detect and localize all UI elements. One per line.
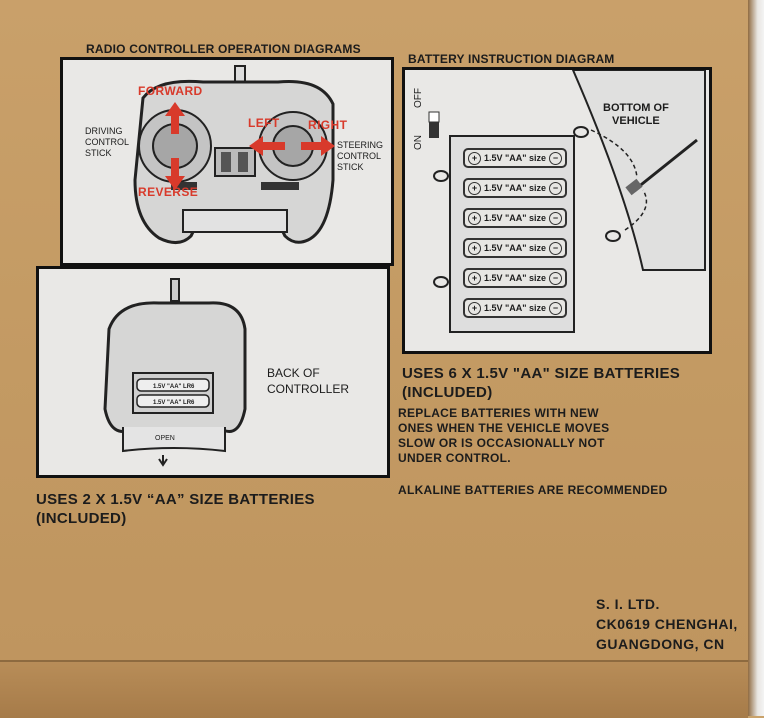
small-battery-2: 1.5V "AA" LR6	[153, 400, 195, 406]
aa-battery-3: +1.5V "AA" size−	[463, 208, 567, 228]
replace-line2: ONES WHEN THE VEHICLE MOVES	[398, 421, 610, 435]
battery-compartment: +1.5V "AA" size− +1.5V "AA" size− +1.5V …	[455, 148, 575, 328]
back-of-controller-line1: BACK OF	[267, 366, 320, 380]
box-bottom	[0, 660, 748, 718]
forward-label: FORWARD	[138, 84, 203, 98]
battery-diagram-header: BATTERY INSTRUCTION DIAGRAM	[408, 52, 615, 66]
reverse-label: REVERSE	[138, 185, 199, 199]
controller-front-panel: FORWARD REVERSE LEFT RIGHT DRIVING CONTR…	[60, 57, 394, 266]
right-label: RIGHT	[308, 118, 348, 132]
steering-stick-line2: CONTROL	[337, 151, 382, 161]
bottom-of-vehicle-label: BOTTOM OF VEHICLE	[603, 102, 669, 128]
aa-battery-label: 1.5V "AA" size	[483, 213, 547, 223]
replace-line4: UNDER CONTROL.	[398, 451, 511, 465]
controller-back-drawing	[103, 278, 247, 467]
controller-front-drawing	[133, 65, 335, 244]
back-of-controller-line2: CONTROLLER	[267, 382, 350, 396]
bottom-of-vehicle-line2: VEHICLE	[612, 115, 660, 127]
plus-icon: +	[468, 242, 481, 255]
controller-battery-line1: USES 2 X 1.5V “AA” SIZE BATTERIES	[36, 491, 315, 508]
back-of-controller-label: BACK OF CONTROLLER	[267, 365, 349, 397]
switch-on-label: ON	[413, 135, 424, 150]
aa-battery-label: 1.5V "AA" size	[483, 303, 547, 313]
controller-battery-line2: (INCLUDED)	[36, 510, 127, 527]
minus-icon: −	[549, 152, 562, 165]
vehicle-battery-note: USES 6 X 1.5V "AA" SIZE BATTERIES (INCLU…	[402, 364, 680, 402]
aa-battery-label: 1.5V "AA" size	[483, 243, 547, 253]
plus-icon: +	[468, 302, 481, 315]
bottom-of-vehicle-line1: BOTTOM OF	[603, 102, 669, 114]
driving-stick-label: DRIVING CONTROL STICK	[85, 126, 129, 159]
left-label: LEFT	[248, 116, 280, 130]
manufacturer-info: S. I. LTD. CK0619 CHENGHAI, GUANGDONG, C…	[596, 594, 738, 654]
controller-back-panel: 1.5V "AA" LR6 1.5V "AA" LR6 OPEN BACK OF…	[36, 266, 390, 478]
aa-battery-label: 1.5V "AA" size	[483, 273, 547, 283]
manufacturer-line1: S. I. LTD.	[596, 596, 660, 612]
alkaline-note: ALKALINE BATTERIES ARE RECOMMENDED	[398, 483, 668, 497]
vehicle-battery-line2: (INCLUDED)	[402, 384, 493, 401]
controller-battery-note: USES 2 X 1.5V “AA” SIZE BATTERIES (INCLU…	[36, 490, 315, 528]
aa-battery-1: +1.5V "AA" size−	[463, 148, 567, 168]
small-battery-1: 1.5V "AA" LR6	[153, 384, 195, 390]
aa-battery-6: +1.5V "AA" size−	[463, 298, 567, 318]
steering-stick-line3: STICK	[337, 162, 364, 172]
driving-stick-line1: DRIVING	[85, 126, 123, 136]
aa-battery-label: 1.5V "AA" size	[483, 183, 547, 193]
plus-icon: +	[468, 152, 481, 165]
minus-icon: −	[549, 272, 562, 285]
replace-line1: REPLACE BATTERIES WITH NEW	[398, 406, 599, 420]
driving-stick-line3: STICK	[85, 148, 112, 158]
aa-battery-2: +1.5V "AA" size−	[463, 178, 567, 198]
manufacturer-line2: CK0619 CHENGHAI,	[596, 616, 738, 632]
driving-stick-line2: CONTROL	[85, 137, 130, 147]
battery-instruction-panel: ON OFF BOTTOM OF VEHICLE +1.5V "AA" size…	[402, 67, 712, 354]
minus-icon: −	[549, 242, 562, 255]
steering-stick-line1: STEERING	[337, 140, 384, 150]
box-edge	[748, 0, 764, 716]
plus-icon: +	[468, 272, 481, 285]
replace-line3: SLOW OR IS OCCASIONALLY NOT	[398, 436, 605, 450]
steering-stick-label: STEERING CONTROL STICK	[337, 140, 383, 173]
plus-icon: +	[468, 182, 481, 195]
switch-off-label: OFF	[413, 88, 424, 108]
minus-icon: −	[549, 182, 562, 195]
controller-diagrams-header: RADIO CONTROLLER OPERATION DIAGRAMS	[86, 42, 361, 56]
minus-icon: −	[549, 212, 562, 225]
plus-icon: +	[468, 212, 481, 225]
manufacturer-line3: GUANGDONG, CN	[596, 636, 725, 652]
aa-battery-label: 1.5V "AA" size	[483, 153, 547, 163]
open-label: OPEN	[155, 435, 175, 442]
vehicle-battery-line1: USES 6 X 1.5V "AA" SIZE BATTERIES	[402, 365, 681, 382]
aa-battery-4: +1.5V "AA" size−	[463, 238, 567, 258]
minus-icon: −	[549, 302, 562, 315]
replace-batteries-note: REPLACE BATTERIES WITH NEW ONES WHEN THE…	[398, 406, 609, 466]
aa-battery-5: +1.5V "AA" size−	[463, 268, 567, 288]
